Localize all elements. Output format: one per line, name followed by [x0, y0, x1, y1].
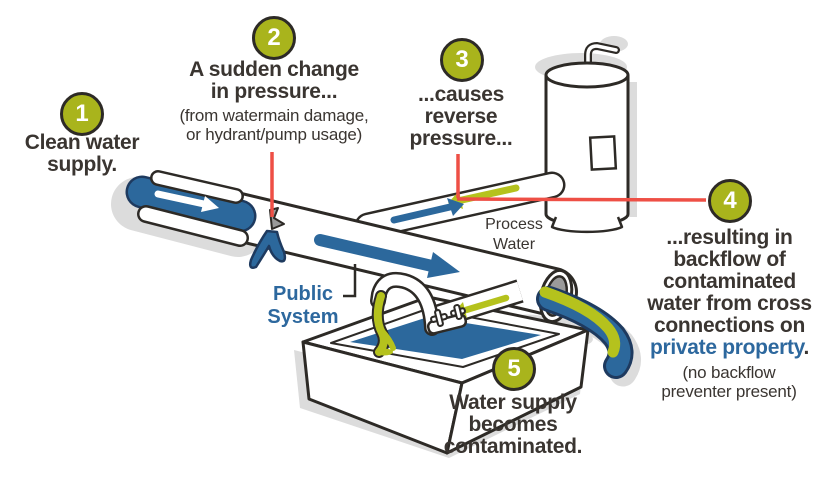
step-4-note-line: preventer present)	[661, 382, 797, 401]
public-system-leader-line	[343, 264, 357, 298]
step-2-note: (from watermain damage, or hydrant/pump …	[154, 106, 394, 144]
step-3-line: ...causes	[417, 83, 505, 106]
normal-flow-arrow-blue	[390, 198, 464, 224]
step-4-note: (no backflow preventer present)	[629, 363, 829, 401]
step-5-text: Water supply becomes contaminated.	[403, 392, 623, 458]
step-4-line: backflow of	[673, 248, 786, 271]
step-5-badge: 5	[492, 347, 536, 391]
step-4-text: ...resulting in backflow of contaminated…	[619, 227, 840, 359]
process-water-line: Water	[492, 236, 536, 253]
step-2-text: A sudden change in pressure...	[164, 59, 384, 103]
clean-flow-arrow-white	[154, 190, 219, 212]
step4-leader-line	[456, 197, 707, 202]
step-4-note-line: (no backflow	[682, 363, 776, 382]
public-system-line: System	[267, 306, 339, 328]
step-2-line: A sudden change	[189, 58, 359, 81]
step-5-line: Water supply	[449, 391, 577, 414]
step-4-line: water from cross	[647, 292, 812, 315]
step-1-badge: 1	[60, 92, 104, 136]
faucet	[370, 271, 468, 358]
step-2-line: in pressure...	[210, 80, 338, 103]
step-3-text: ...causes reverse pressure...	[371, 84, 551, 150]
step-5-line: contaminated.	[443, 435, 583, 458]
step-4-highlight-line: private property.	[619, 337, 840, 359]
tank-panel	[588, 135, 618, 171]
process-water-label: Process Water	[454, 215, 574, 255]
step-1-line: Clean water	[24, 131, 140, 154]
step-3-line: pressure...	[409, 127, 513, 150]
main-flow-arrow-blue	[314, 234, 460, 278]
step-1-text: Clean water supply.	[0, 132, 172, 176]
faucet-contaminated-flow	[371, 290, 396, 358]
step-4-line: contaminated	[663, 270, 796, 293]
step-4-line: connections on	[654, 314, 805, 337]
private-property-highlight: private property	[649, 336, 804, 359]
public-system-line: Public	[272, 283, 333, 305]
step-5-line: becomes	[468, 413, 558, 436]
step-2-note-line: (from watermain damage,	[179, 106, 369, 125]
faucet-valves	[426, 304, 468, 335]
step-2-badge: 2	[252, 16, 296, 60]
step-3-line: reverse	[424, 105, 498, 128]
highlight-period: .	[803, 336, 810, 359]
contaminated-spill	[536, 286, 634, 379]
process-tank	[544, 42, 630, 234]
step-4-badge: 4	[708, 179, 752, 223]
public-system-label: Public System	[223, 283, 383, 329]
leak-water	[248, 229, 287, 269]
step-4-line: ...resulting in	[666, 226, 793, 249]
process-water-line: Process	[485, 216, 543, 233]
pipe-cutaway-clean-water	[125, 170, 257, 247]
step-1-line: supply.	[47, 153, 117, 176]
step-2-note-line: or hydrant/pump usage)	[185, 125, 363, 144]
sink-water	[350, 317, 541, 359]
step-3-badge: 3	[440, 38, 484, 82]
